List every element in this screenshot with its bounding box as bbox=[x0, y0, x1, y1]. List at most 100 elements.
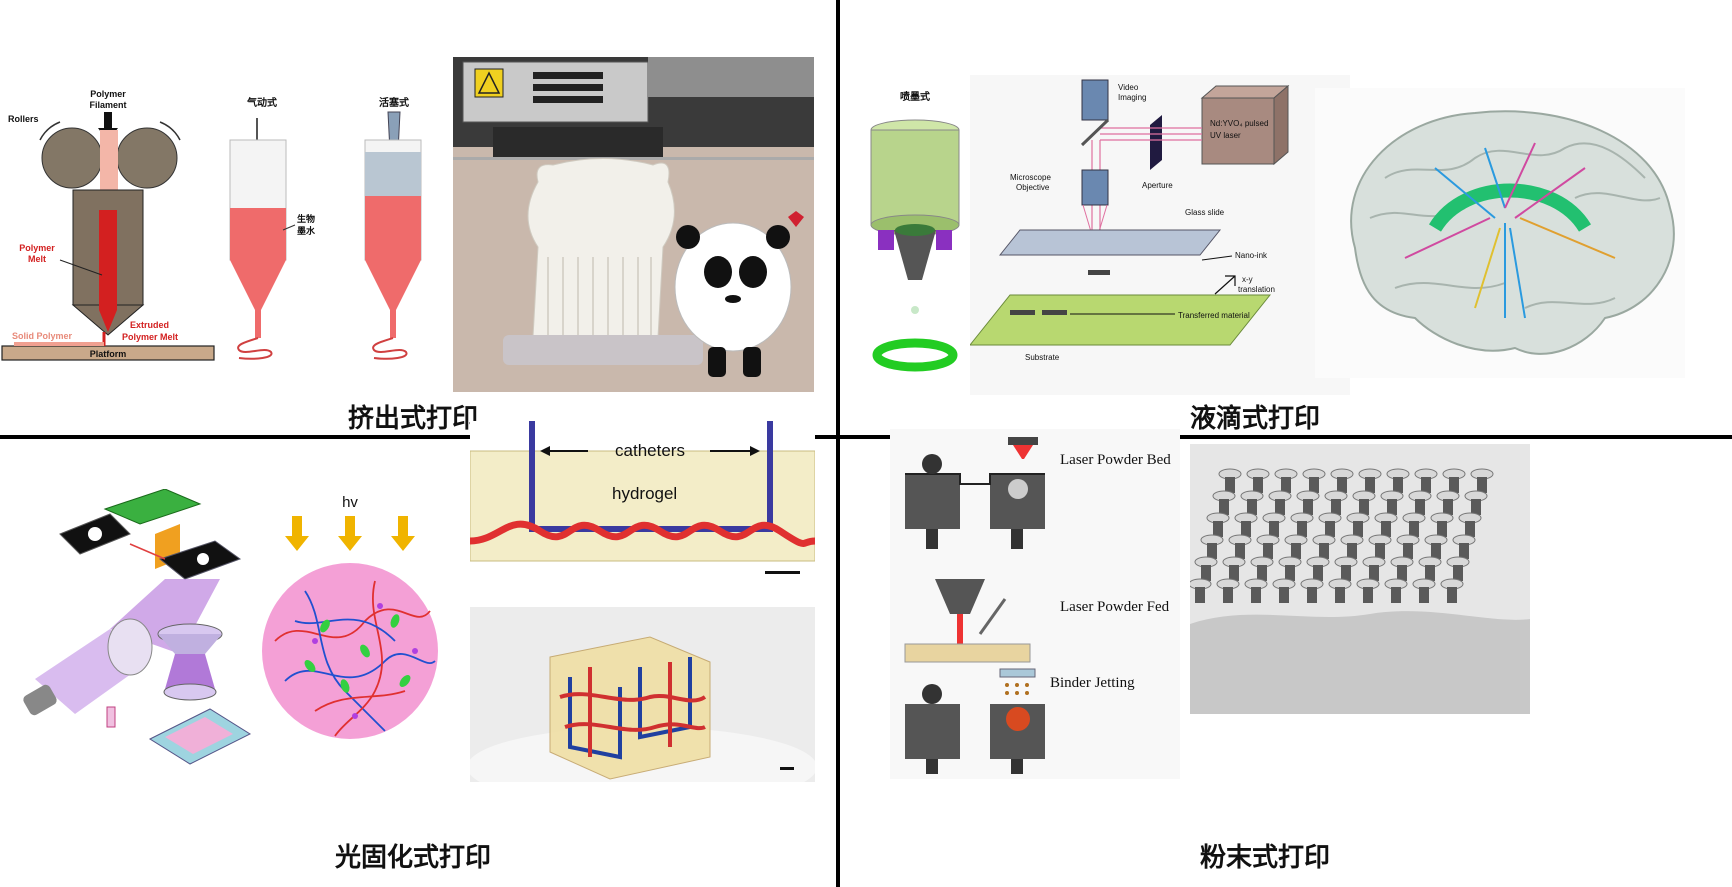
panda-leg-right bbox=[743, 347, 761, 377]
part-stem bbox=[1443, 499, 1453, 515]
extrusion-quadrant: Platform Rollers Polymer Filament Polyme… bbox=[0, 0, 836, 435]
hv-crosslink: hv bbox=[262, 494, 438, 739]
bj-roller bbox=[922, 684, 942, 704]
mirror bbox=[1080, 118, 1110, 147]
rotation-arrow-right-icon bbox=[159, 121, 181, 141]
horizontal-divider bbox=[0, 435, 1732, 439]
part-stem bbox=[1219, 499, 1229, 515]
panda-nose bbox=[725, 295, 741, 303]
piston-needle bbox=[390, 310, 396, 338]
panda-ear-right bbox=[766, 225, 790, 249]
focus-beam bbox=[165, 654, 215, 689]
lens-2 bbox=[163, 683, 217, 701]
dmd-logo-right-icon bbox=[197, 553, 209, 565]
nanoink-label: Nano-ink bbox=[1235, 251, 1268, 260]
polymer-melt-tip bbox=[99, 310, 117, 332]
part-stem bbox=[1313, 565, 1323, 581]
photoinitiator-dots bbox=[312, 603, 418, 719]
catheters-label: catheters bbox=[615, 441, 685, 460]
lpb-laser-head bbox=[1008, 437, 1038, 445]
arrowhead-left-icon bbox=[540, 446, 550, 456]
platform-plate bbox=[1, 345, 215, 361]
hydrogel-circle bbox=[262, 563, 438, 739]
powder-quadrant: Laser Powder Bed Laser Powder Fed Binder… bbox=[840, 429, 1732, 887]
printed-strand bbox=[237, 337, 273, 360]
roller-right bbox=[116, 127, 178, 189]
part-stem bbox=[1275, 499, 1285, 515]
piston-head bbox=[365, 152, 421, 196]
part-stem bbox=[1453, 565, 1463, 581]
microscope-label-1: Microscope bbox=[1010, 173, 1051, 182]
polymer-melt-label-1: Polymer bbox=[19, 243, 55, 253]
piston-label: 活塞式 bbox=[379, 96, 409, 109]
extruder-block bbox=[493, 127, 663, 157]
part-stem bbox=[1459, 543, 1469, 559]
bioink-fill bbox=[230, 208, 286, 260]
rollers-label: Rollers bbox=[8, 114, 39, 124]
objective-lens bbox=[1081, 169, 1109, 206]
lens-body bbox=[158, 634, 222, 654]
transferred-droplet bbox=[1088, 270, 1110, 275]
hydrogel-cube bbox=[549, 636, 711, 780]
panda-heart-icon bbox=[788, 211, 804, 227]
bioink-label-2: 墨水 bbox=[297, 225, 316, 236]
video-label-1: Video bbox=[1118, 83, 1139, 92]
inkjet-reservoir bbox=[870, 129, 960, 226]
signal-arrow bbox=[129, 543, 166, 560]
xy-arrow-icon bbox=[1214, 275, 1236, 295]
xy-label-1: x-y bbox=[1242, 275, 1253, 284]
solid-polymer-label: Solid Polymer bbox=[12, 331, 73, 341]
lpb-roller bbox=[922, 454, 942, 474]
part-stem bbox=[1447, 587, 1457, 603]
panda-leg-left bbox=[708, 347, 726, 377]
brain-tracts bbox=[1404, 142, 1616, 319]
part-stem bbox=[1365, 477, 1375, 493]
lift-schematic: Video Imaging Nd:YVO₄ pulsed UV laser Ap… bbox=[970, 75, 1350, 395]
part-stem bbox=[1309, 477, 1319, 493]
brain-outline bbox=[1350, 110, 1675, 355]
cube-photo bbox=[470, 607, 815, 782]
lpb-laser-beam bbox=[1013, 445, 1033, 459]
lpf-feed-tube bbox=[978, 598, 1007, 635]
powder-title: 粉末式打印 bbox=[1200, 843, 1331, 873]
bj-print-head bbox=[999, 668, 1036, 678]
part-stem bbox=[1425, 565, 1435, 581]
hv-arrow-3-icon bbox=[391, 516, 415, 551]
hydrogel-photo: catheters hydrogel bbox=[470, 421, 815, 596]
bioink-cone bbox=[230, 260, 286, 310]
light-source bbox=[23, 684, 57, 716]
scale-bar-2 bbox=[780, 767, 794, 770]
transferred-label: Transferred material bbox=[1178, 311, 1250, 320]
printer-photo bbox=[453, 57, 814, 392]
part-stem bbox=[1431, 543, 1441, 559]
part-stem bbox=[1285, 565, 1295, 581]
piston-bioink bbox=[365, 196, 421, 260]
printed-parts-grid bbox=[1190, 468, 1494, 603]
part-stem bbox=[1325, 521, 1335, 537]
lpf-nozzle bbox=[935, 579, 985, 614]
inkjet-head: 喷墨式 bbox=[870, 90, 960, 372]
microscope-label-2: Objective bbox=[1016, 183, 1050, 192]
laser-label-1: Nd:YVO₄ pulsed bbox=[1210, 119, 1268, 128]
crosslinker-dots bbox=[304, 614, 411, 693]
part-stem bbox=[1279, 587, 1289, 603]
needle bbox=[255, 310, 261, 338]
lpf-laser bbox=[957, 614, 963, 644]
part-stem bbox=[1409, 521, 1419, 537]
piston-syringe: 活塞式 bbox=[364, 96, 422, 360]
laser-box-top bbox=[1200, 85, 1290, 99]
part-stem bbox=[1257, 565, 1267, 581]
inkjet-label: 喷墨式 bbox=[900, 90, 930, 103]
part-stem bbox=[1269, 521, 1279, 537]
printed-ring bbox=[872, 338, 958, 372]
dlp-schematic bbox=[23, 489, 252, 765]
part-stem bbox=[1303, 499, 1313, 515]
droplet-quadrant: 喷墨式 Video Imaging Nd:YVO₄ pulsed UV lase… bbox=[840, 0, 1732, 435]
head-vent-3 bbox=[533, 96, 603, 103]
platform-label: Platform bbox=[90, 349, 127, 359]
hv-label: hv bbox=[342, 494, 358, 511]
arrowhead-right-icon bbox=[750, 446, 760, 456]
extruded-label-1: Extruded bbox=[130, 320, 169, 330]
panda-ear-left bbox=[676, 225, 700, 249]
part-stem bbox=[1415, 499, 1425, 515]
